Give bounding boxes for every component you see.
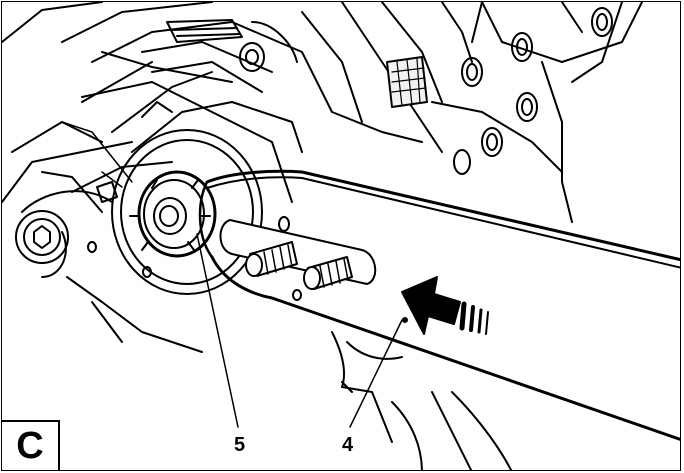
sprocket-housing (2, 81, 293, 353)
clutch-drum (111, 129, 263, 295)
panel-label: C (16, 424, 44, 467)
callout-leaders (196, 233, 403, 428)
bar-studs (245, 241, 353, 290)
direction-arrow (401, 276, 489, 335)
callout-4: 4 (342, 434, 354, 456)
panel-label-box: C (2, 420, 60, 470)
lower-housing (331, 2, 513, 470)
engine-housing (2, 2, 643, 223)
callout-5: 5 (234, 434, 246, 456)
